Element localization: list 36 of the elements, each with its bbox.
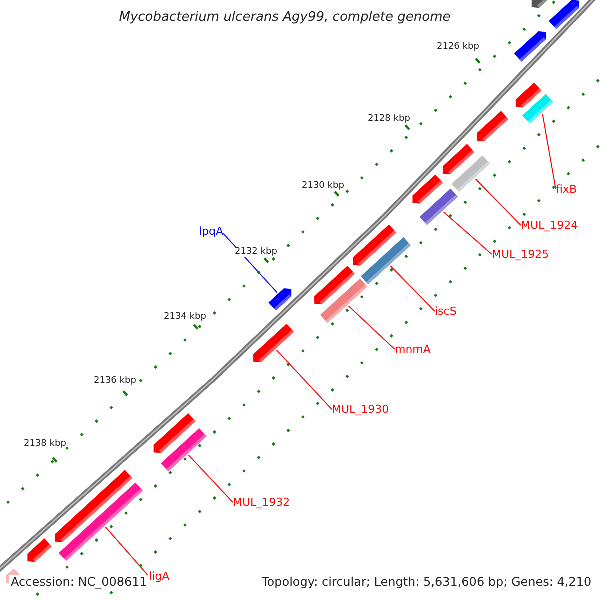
gene-feature	[452, 156, 490, 192]
tick-label: 2138 kbp	[24, 440, 66, 449]
gene-label: MUL_1925	[492, 249, 550, 260]
tick-label: 2130 kbp	[302, 182, 344, 191]
genome-summary-text: Topology: circular; Length: 5,631,606 bp; Genes: 4,210	[260, 575, 594, 589]
gene-label: lpqA	[199, 226, 224, 237]
gene-feature	[320, 278, 368, 324]
gene-feature	[522, 94, 554, 124]
gene-label: MUL_1930	[332, 404, 390, 415]
gene-label: iscS	[435, 306, 457, 317]
gene-feature	[254, 324, 294, 363]
gene-label: ligA	[149, 571, 170, 582]
gene-feature	[58, 482, 144, 562]
gene-feature	[420, 188, 458, 226]
gene-label: fixB	[556, 184, 577, 195]
gene-feature	[268, 288, 292, 311]
gene-feature	[360, 237, 412, 285]
leader-line	[475, 178, 522, 226]
accession-text: Accession: NC_008611	[9, 575, 150, 589]
leader-line	[276, 350, 332, 410]
leader-line	[188, 454, 234, 503]
leader-line	[542, 114, 556, 190]
leader-line	[390, 266, 436, 312]
tick-label: 2128 kbp	[368, 115, 410, 124]
gene-feature	[161, 428, 207, 472]
map-title: Mycobacterium ulcerans Agy99, complete genome	[118, 11, 452, 24]
tick-label: 2132 kbp	[235, 248, 278, 257]
leader-line	[348, 306, 396, 350]
leader-line	[443, 212, 492, 255]
tick-label: 2134 kbp	[164, 313, 206, 322]
tick-label: 2136 kbp	[94, 377, 136, 386]
gene-label: MUL_1932	[233, 497, 290, 508]
gene-label: MUL_1924	[521, 220, 578, 231]
leader-line	[105, 526, 150, 577]
tick-label: 2126 kbp	[437, 43, 480, 52]
gene-label: mnmA	[395, 344, 431, 355]
